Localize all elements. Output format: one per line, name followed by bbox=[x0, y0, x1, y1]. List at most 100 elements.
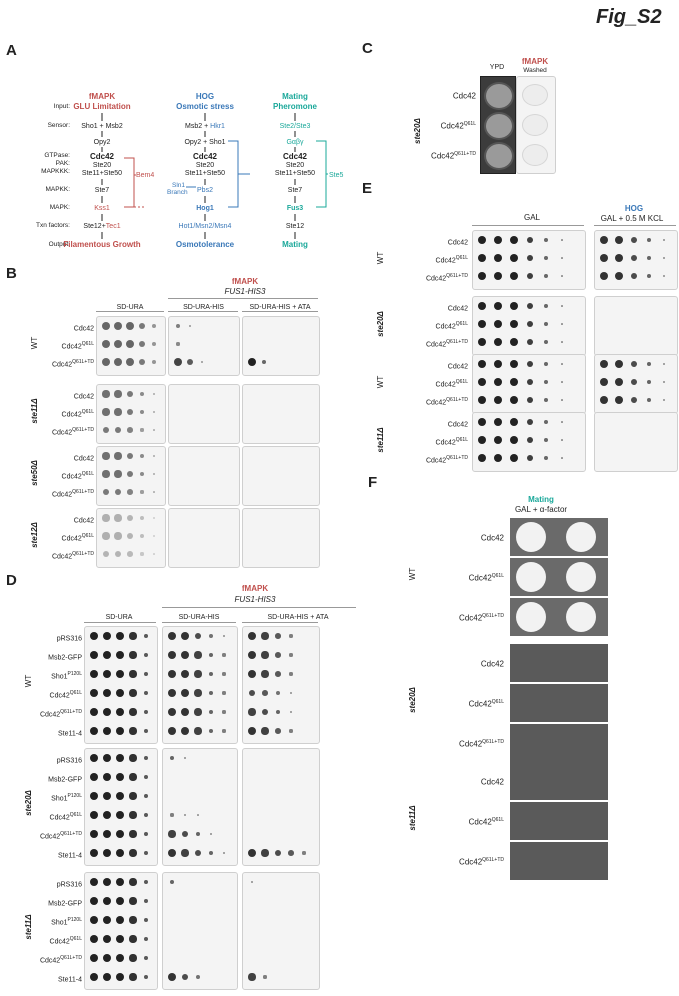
panel-d-sdura-spot bbox=[129, 689, 137, 697]
panel-d-his-spot bbox=[168, 727, 176, 735]
panel-b-row-3-1-allele: Q61L bbox=[81, 533, 94, 539]
panel-d-his-spot bbox=[209, 832, 213, 836]
panel-b-sdura-spot bbox=[114, 408, 122, 416]
panel-e-gal-spot bbox=[561, 381, 563, 383]
panel-c-row-2-allele: Q61L+TD bbox=[454, 151, 476, 157]
panel-b-his-spot bbox=[186, 358, 194, 366]
panel-e-group-3: ste11Δ bbox=[376, 427, 385, 453]
panel-e-gal-spot bbox=[544, 398, 548, 402]
panel-b-sdura-spot bbox=[152, 392, 156, 396]
panel-d-sdura-spot bbox=[90, 651, 98, 659]
panel-d-sdura-spot bbox=[116, 792, 124, 800]
panel-d-his-spot bbox=[194, 849, 202, 857]
panel-e-row-2-0-gene: Cdc42 bbox=[447, 363, 468, 371]
row-label-gtpase: GTPase: bbox=[44, 152, 70, 159]
mating-input: Pheromone bbox=[272, 102, 317, 111]
panel-d-row-0-0-gene: pRS316 bbox=[56, 635, 82, 643]
panel-d-row-2-3: Cdc42Q61L bbox=[26, 936, 82, 946]
panel-d-rule-2 bbox=[162, 622, 236, 623]
panel-d-sdura-spot bbox=[129, 878, 137, 886]
panel-b-sdura-spot bbox=[152, 534, 156, 538]
panel-b-rule-3 bbox=[242, 311, 318, 312]
fmapk-ste20: Ste20 bbox=[92, 162, 112, 169]
panel-d-his-spot bbox=[194, 689, 202, 697]
row-label-input: Input: bbox=[53, 103, 70, 110]
panel-d-sdura-spot bbox=[90, 754, 98, 762]
panel-b-row-1-1-allele: Q61L bbox=[81, 409, 94, 415]
panel-d-ata-spot bbox=[261, 651, 269, 659]
panel-e-gal-spot bbox=[494, 418, 502, 426]
mating-ste7: Ste7 bbox=[287, 187, 303, 194]
panel-b-sdura-spot bbox=[140, 552, 144, 556]
panel-b-row-3-1: Cdc42Q61L bbox=[40, 533, 94, 543]
panel-d-ata-spot bbox=[289, 634, 293, 638]
mating-sensor: Ste2/Ste3 bbox=[279, 123, 311, 130]
panel-b-sdura-spot bbox=[152, 324, 156, 328]
panel-d-ata-spot bbox=[289, 729, 293, 733]
panel-d-his-spot bbox=[208, 652, 214, 658]
panel-d-row-1-4: Cdc42Q61L+TD bbox=[26, 832, 82, 841]
panel-f-row-2-1-gene: Cdc42 bbox=[468, 817, 492, 827]
panel-d-ata-spot bbox=[276, 691, 280, 695]
panel-e-gal-spot bbox=[544, 304, 548, 308]
panel-c-washed-colony bbox=[522, 144, 548, 166]
panel-b-plate-ata bbox=[242, 446, 320, 506]
panel-d-sdura-spot bbox=[143, 812, 149, 818]
hog-sensor: Msb2 + Hkr1 bbox=[160, 123, 250, 130]
panel-e-row-1-1: Cdc42Q61L bbox=[404, 322, 468, 331]
panel-b-sdura-spot bbox=[102, 322, 110, 330]
panel-d-row-2-0-gene: pRS316 bbox=[56, 881, 82, 889]
panel-d-row-2-5: Ste11-4 bbox=[26, 975, 82, 983]
panel-d-row-2-3-allele: Q61L bbox=[69, 936, 82, 942]
panel-d-sdura-spot bbox=[103, 878, 111, 886]
panel-b-label: B bbox=[6, 265, 17, 282]
panel-d-ata-spot bbox=[289, 672, 293, 676]
panel-e-gal-spot bbox=[544, 438, 548, 442]
panel-d-row-1-1: Msb2-GFP bbox=[26, 775, 82, 783]
panel-d-his-spot bbox=[194, 670, 202, 678]
panel-d-sdura-spot bbox=[129, 849, 137, 857]
panel-d-plate-ata bbox=[242, 626, 320, 744]
panel-d-his-spot bbox=[168, 973, 176, 981]
panel-b-sdura-spot bbox=[152, 454, 156, 458]
panel-e-kcl-spot bbox=[615, 396, 623, 404]
panel-b-his-spot bbox=[176, 324, 180, 328]
panel-d-his-spot bbox=[181, 708, 189, 716]
panel-e-gal-spot bbox=[544, 340, 548, 344]
panel-e-gal-spot bbox=[510, 360, 518, 368]
panel-e-kcl-spot bbox=[662, 256, 666, 260]
panel-e-gal-spot bbox=[561, 341, 563, 343]
panel-b-group-3: ste12Δ bbox=[30, 522, 39, 548]
panel-e-row-3-1: Cdc42Q61L bbox=[404, 438, 468, 447]
panel-d-plate-sd-ura bbox=[84, 626, 158, 744]
panel-d-sdura-spot bbox=[103, 670, 111, 678]
panel-e-row-2-1-gene: Cdc42 bbox=[435, 381, 456, 389]
panel-b-rule-1 bbox=[96, 311, 164, 312]
panel-d-his-spot bbox=[169, 755, 175, 761]
panel-f-row-0-0-gene: Cdc42 bbox=[480, 533, 504, 543]
panel-d-his-spot bbox=[222, 634, 226, 638]
panel-d-sdura-spot bbox=[129, 897, 137, 905]
panel-d-his-spot bbox=[194, 727, 202, 735]
panel-e-gal-spot bbox=[478, 236, 486, 244]
panel-f-media: GAL + α-factor bbox=[514, 505, 568, 514]
panel-b-fmapk-header: fMAPK bbox=[231, 277, 259, 286]
panel-b-row-0-2: Cdc42Q61L+TD bbox=[40, 360, 94, 369]
panel-e-kcl-spot bbox=[615, 272, 623, 280]
panel-b-row-2-2-gene: Cdc42 bbox=[51, 491, 73, 499]
panel-e-gal-spot bbox=[526, 272, 534, 280]
panel-e-gal-spot bbox=[510, 302, 518, 310]
panel-d-his-spot bbox=[195, 831, 201, 837]
panel-d-sdura-spot bbox=[129, 632, 137, 640]
panel-d-his-spot bbox=[209, 634, 213, 638]
panel-e-row-0-0-gene: Cdc42 bbox=[447, 239, 468, 247]
panel-e-gal-spot bbox=[478, 302, 486, 310]
panel-d-row-0-2-gene: Sho1 bbox=[51, 673, 68, 681]
panel-f-row-1-0-gene: Cdc42 bbox=[480, 659, 504, 669]
panel-e-group-0: WT bbox=[376, 251, 385, 265]
panel-f-row-0-1: Cdc42Q61L bbox=[440, 574, 504, 583]
panel-e-media-gal-kcl: GAL + 0.5 M KCL bbox=[600, 214, 664, 223]
panel-d-ata-spot bbox=[250, 880, 254, 884]
fmapk-title: fMAPK bbox=[88, 92, 116, 101]
panel-d-plate-sd-ura bbox=[84, 872, 158, 990]
